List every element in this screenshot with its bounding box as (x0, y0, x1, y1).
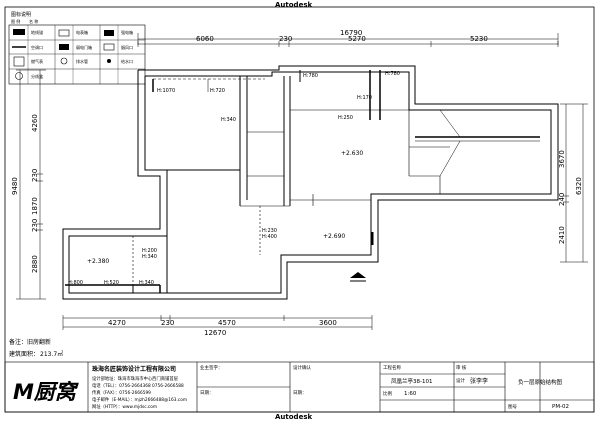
gas-meter-icon (13, 56, 25, 67)
beam-height-label: H:340 (139, 280, 154, 286)
dimension-top-total: 16790 (340, 29, 362, 37)
autodesk-footer-label: Autodesk (275, 413, 312, 421)
strong-current-box-icon (104, 30, 114, 36)
floor-level-label: +2.690 (323, 233, 345, 240)
company-logo (11, 370, 83, 404)
legend-item-label: 地线锚 (31, 29, 43, 35)
design-confirm-label: 设计确认 (293, 364, 311, 371)
dimension-right-segment: 240 (558, 193, 566, 206)
legend-column-symbol: 图 例 (11, 18, 20, 24)
beam-height-label: H:170 (357, 95, 372, 101)
beam-height-label: H:520 (104, 280, 119, 286)
beam-height-label: H:250 (338, 115, 353, 121)
dimension-bottom-segment: 3600 (319, 319, 337, 327)
company-name: 珠海名匠装饰设计工程有限公司 (92, 365, 176, 373)
company-info-line: 网址（HTTP）：www.mjdsc.com (92, 403, 157, 410)
project-name-label: 工程名称 (383, 364, 401, 371)
water-inlet-icon (107, 59, 111, 63)
floor-plan-walls (62, 65, 559, 300)
dimension-left-segment: 230 (31, 169, 39, 182)
legend-item-label: 排水管 (76, 58, 88, 64)
beam-height-label: H:1070 (157, 88, 175, 94)
legend-panel: 图标说明 图 例 名 称 地线锚 空调口 燃气表 分线盒 电表箱 弱电门箱 排水… (8, 11, 146, 85)
dimension-top-segment: 5230 (470, 35, 488, 43)
autodesk-header-label: Autodesk (275, 1, 312, 9)
dimension-top-segment: 230 (279, 35, 292, 43)
company-info-line: 设计部地址：珠海市珠海市中心西门商铺首层 (92, 375, 179, 382)
legend-column-name: 名 称 (29, 18, 38, 24)
dimension-right-segment: 3670 (558, 150, 566, 168)
beam-height-label: H:230 (262, 228, 277, 234)
owner-signature-label: 业主签字： (200, 364, 223, 371)
company-logo-text: M厨窝 (13, 380, 79, 404)
scale-label: 比例 (383, 390, 392, 397)
dimension-right-total: 6320 (575, 177, 583, 195)
left-dimension-lines (16, 69, 46, 300)
dimension-left-total: 9480 (11, 177, 19, 195)
review-label: 审 核 (456, 364, 467, 371)
ground-anchor-icon (13, 29, 25, 35)
right-dimension-lines (560, 103, 588, 263)
beam-height-label: H:340 (142, 254, 157, 260)
beam-height-label: H:200 (142, 248, 157, 254)
company-info-line: 电子邮件（E-MAIL）：mjzh2666488@163.com (92, 396, 187, 403)
dimension-top-segment: 5270 (348, 35, 366, 43)
legend-item-label: 燃气表 (31, 58, 43, 64)
dimension-bottom-segment: 230 (161, 319, 174, 327)
dimension-left-segment: 4260 (31, 114, 39, 132)
dimension-bottom-total: 12670 (204, 329, 226, 337)
floor-level-label: +2.630 (341, 150, 363, 157)
beam-height-label: H:340 (221, 117, 236, 123)
drain-pipe-icon (60, 57, 68, 65)
remark-note: 备注：旧房翻新 (9, 338, 51, 346)
dimension-right-segment: 2410 (558, 226, 566, 244)
date-label: 日期： (200, 390, 214, 396)
beam-height-label: H:720 (210, 88, 225, 94)
scale-value: 1:60 (404, 391, 417, 397)
legend-title: 图标说明 (11, 11, 31, 18)
legend-item-label: 电表箱 (76, 29, 88, 35)
weak-current-box-icon (59, 44, 69, 50)
dimension-left-segment: 230 (31, 219, 39, 232)
junction-box-icon (15, 72, 23, 80)
company-info-line: 传真（FAX）：0756-2666599 (92, 389, 151, 396)
dimension-left-segment: 1870 (31, 197, 39, 215)
drawing-title: 负一层原始结构图 (518, 378, 563, 386)
beam-height-label: H:800 (68, 280, 83, 286)
legend-item-label: 给水口 (121, 58, 133, 64)
designer-label: 设计 (456, 377, 465, 384)
company-info-line: 电话（TEL）：0756-2664368 0756-2666588 (92, 382, 184, 389)
date-label-2: 日期： (293, 390, 307, 396)
dimension-top-segment: 6060 (196, 35, 214, 43)
entrance-arrow-icon (350, 272, 366, 278)
drawing-number-label: 图号 (508, 404, 517, 410)
legend-item-label: 空调口 (31, 44, 43, 50)
smoke-vent-icon (103, 43, 115, 51)
area-value: 213.7㎡ (40, 350, 63, 358)
project-name-value: 凤凰兰亭38-101 (391, 377, 432, 385)
sheet-border (4, 6, 595, 413)
area-label: 建筑面积： (9, 350, 39, 358)
legend-item-label: 强电箱 (121, 29, 133, 35)
drawing-number-value: PM-02 (552, 404, 569, 410)
dimension-bottom-segment: 4570 (218, 319, 236, 327)
dimension-left-segment: 2880 (31, 255, 39, 273)
floor-level-label: +2.380 (87, 258, 109, 265)
bottom-dimension-lines (62, 315, 373, 330)
beam-height-label: H:780 (385, 71, 400, 77)
meter-box-icon (58, 29, 70, 37)
legend-item-label: 烟风口 (121, 44, 133, 50)
beam-height-label: H:780 (303, 73, 318, 79)
top-dimension-lines (137, 33, 559, 47)
beam-height-label: H:400 (262, 234, 277, 240)
legend-item-label: 弱电门箱 (76, 44, 92, 50)
designer-name: 张李李 (470, 377, 488, 385)
dimension-bottom-segment: 4270 (108, 319, 126, 327)
title-block (4, 361, 595, 413)
legend-item-label: 分线盒 (31, 73, 43, 79)
